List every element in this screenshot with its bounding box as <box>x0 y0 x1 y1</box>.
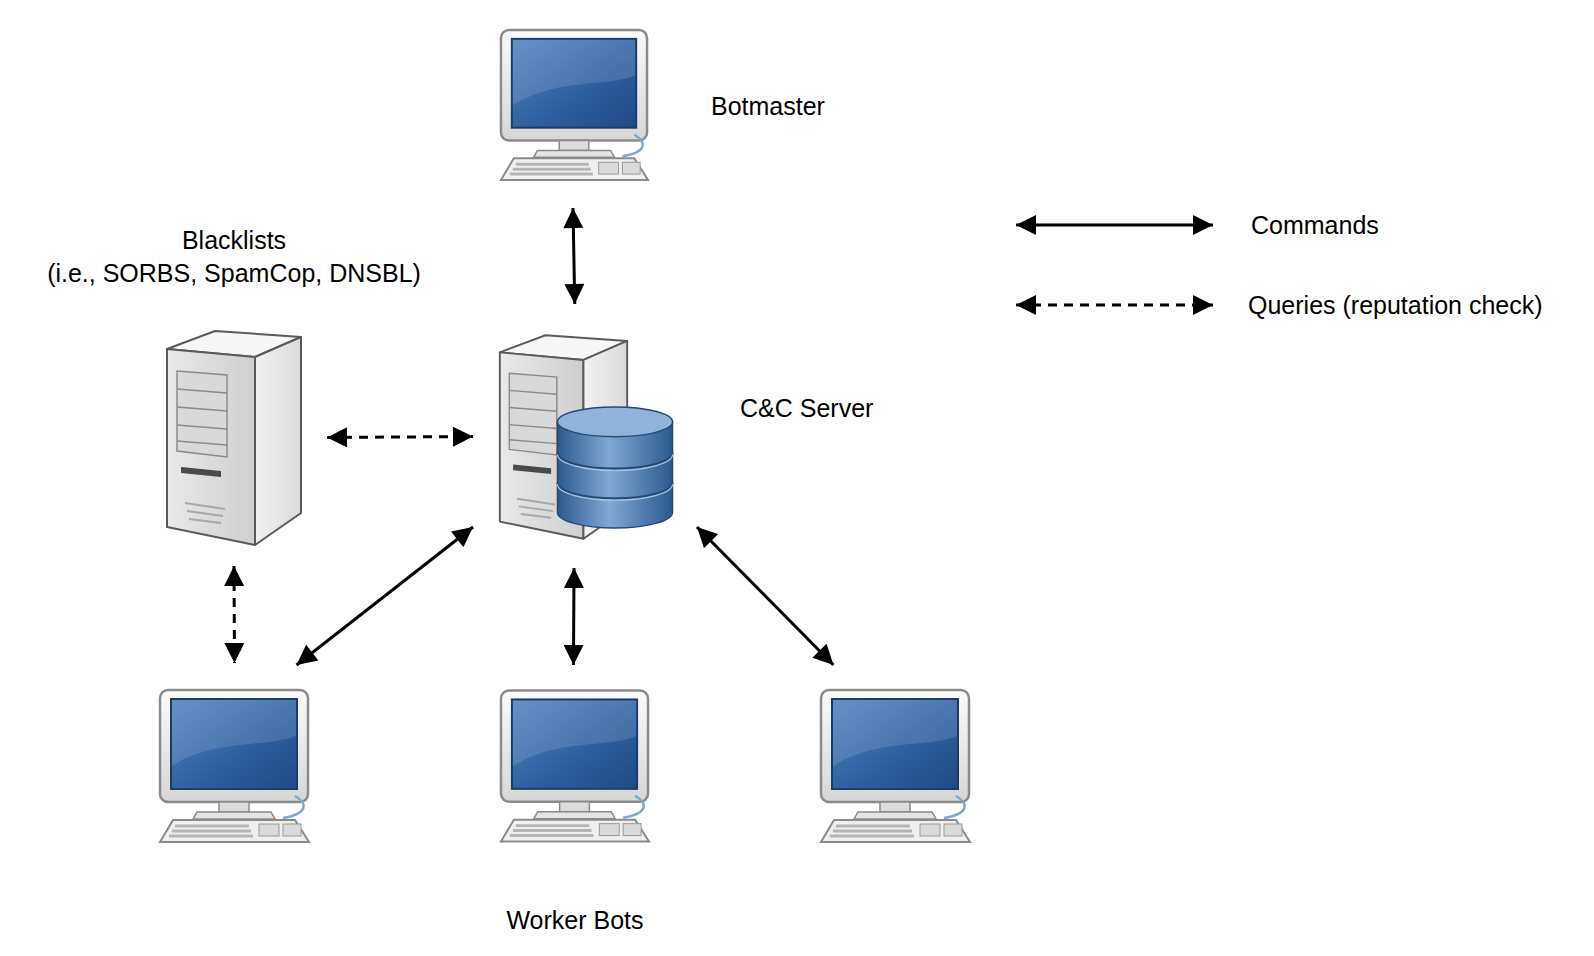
query-arrow <box>233 566 237 663</box>
node-label: Botmaster <box>711 89 825 122</box>
legend-label: Commands <box>1251 211 1379 239</box>
computer-icon <box>498 688 652 845</box>
dashed-arrow-sample <box>1016 304 1213 307</box>
computer-icon <box>498 28 651 183</box>
command-arrow <box>573 208 575 304</box>
blacklist-server: Blacklists (i.e., SORBS, SpamCop, DNSBL) <box>163 327 305 548</box>
computer-icon <box>157 688 312 845</box>
solid-arrow-sample <box>1016 224 1213 227</box>
legend-item: Queries (reputation check) <box>1248 289 1543 322</box>
computer-icon <box>818 688 973 845</box>
server-icon <box>496 328 675 545</box>
command-arrow <box>297 527 474 665</box>
worker-bot <box>818 688 973 845</box>
worker-bot <box>157 688 312 845</box>
cc-server: C&C Server <box>496 328 675 545</box>
query-arrow <box>327 437 473 438</box>
botmaster-computer: Botmaster <box>498 28 651 183</box>
command-arrow <box>572 568 576 665</box>
legend-label: Queries (reputation check) <box>1248 291 1543 319</box>
legend-item: Commands <box>1251 209 1379 242</box>
node-label: C&C Server <box>740 392 873 425</box>
node-label: Worker Bots <box>506 904 643 937</box>
node-label: Blacklists (i.e., SORBS, SpamCop, DNSBL) <box>47 224 421 290</box>
worker-bot: Worker Bots <box>498 688 652 845</box>
server-icon <box>163 327 305 548</box>
command-arrow <box>697 527 834 665</box>
